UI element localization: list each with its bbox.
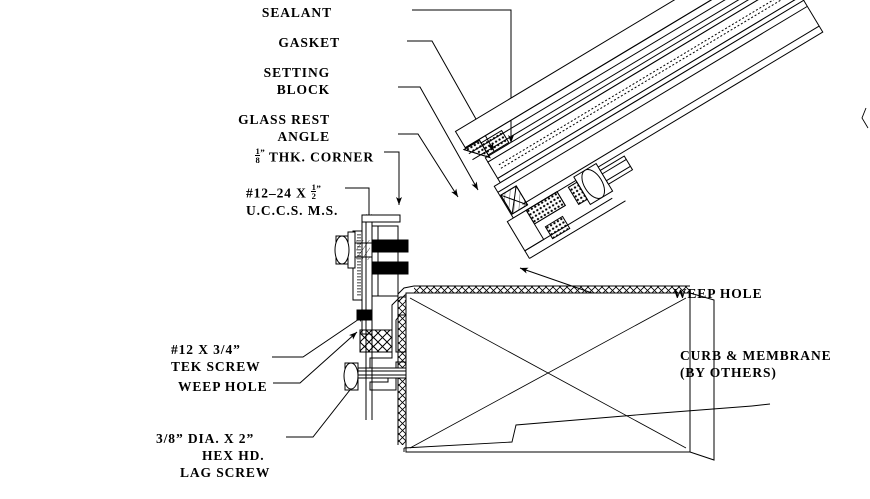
- sloped-glazing-assembly: [454, 0, 824, 259]
- label-curb-membrane: CURB & MEMBRANE (BY OTHERS): [680, 347, 832, 381]
- glazing-cap-line-1: [465, 0, 780, 149]
- sill-gasket: [359, 329, 393, 353]
- inch-mark-thk: ”: [260, 148, 265, 158]
- glazing-rafter-bar: [493, 0, 824, 219]
- screw-shaft-lower: [371, 261, 409, 275]
- label-weep-hole-right-text: WEEP HOLE: [673, 286, 763, 301]
- label-weep-hole-left-text: WEEP HOLE: [178, 379, 268, 394]
- sill-edge-left: [524, 250, 530, 259]
- label-1224-prefix: #12–24 X: [246, 185, 312, 201]
- label-curb-membrane-line1: CURB & MEMBRANE: [680, 348, 832, 363]
- label-lag-screw: 3/8” DIA. X 2” HEX HD. LAG SCREW: [156, 430, 270, 481]
- hex-washer-head-screw: [334, 231, 372, 269]
- label-weep-hole-left: WEEP HOLE: [178, 378, 268, 395]
- label-weep-hole-right: WEEP HOLE: [673, 285, 763, 302]
- membrane-hatch-horizontal: [414, 286, 690, 293]
- sill-base-line: [524, 197, 613, 252]
- leader-gasket: [407, 40, 495, 152]
- glass-spacer-line: [498, 0, 796, 166]
- label-lag-screw-line3: LAG SCREW: [180, 465, 271, 480]
- glazing-cap-line-2: [468, 0, 783, 155]
- leader-weep-hole-left: [273, 331, 358, 384]
- label-curb-membrane-line2: (BY OTHERS): [680, 365, 777, 380]
- glass-spacer-line-2: [500, 0, 798, 169]
- label-glass-rest-line1: GLASS REST: [238, 112, 330, 127]
- rafter-bar-line-2: [522, 25, 820, 205]
- leader-setting-block: [398, 86, 479, 191]
- curb-side-face: [689, 292, 715, 461]
- weep-hole-pocket: [544, 215, 571, 240]
- glass-outer-lite: [484, 0, 793, 163]
- curb-x-mark: [409, 297, 687, 449]
- screw-shaft-upper: [371, 239, 409, 253]
- label-sealant-text: SEALANT: [261, 5, 332, 20]
- break-line-upper: [861, 107, 869, 129]
- label-glass-rest-angle: GLASS REST ANGLE: [210, 111, 330, 145]
- curb-body: [405, 292, 691, 453]
- label-1224-line2: U.C.C.S. M.S.: [246, 202, 339, 218]
- label-tek-screw: #12 X 3/4” TEK SCREW: [171, 341, 261, 375]
- glazing-cap-line-3: [472, 0, 787, 161]
- leader-lag-screw: [286, 380, 358, 438]
- inch-mark-1224: ”: [316, 184, 321, 194]
- label-gasket-text: GASKET: [278, 35, 340, 50]
- receptor-flange-top: [361, 214, 401, 223]
- label-setting-block-line1: SETTING: [263, 65, 330, 80]
- label-thk-corner-text: THK. CORNER: [264, 149, 374, 165]
- curb-block: [405, 292, 715, 461]
- rafter-bar-line-1: [497, 5, 808, 193]
- glazing-bar-bolt: [567, 155, 634, 206]
- label-setting-block-line2: BLOCK: [276, 82, 330, 97]
- label-lag-screw-line1: 3/8” DIA. X 2”: [156, 431, 255, 446]
- label-gasket: GASKET: [230, 34, 340, 51]
- roof-deck-line: [403, 403, 771, 452]
- leader-tek-screw: [272, 314, 366, 358]
- label-tek-screw-line1: #12 X 3/4”: [171, 342, 241, 357]
- leader-glass-rest-angle: [398, 133, 459, 198]
- angle-leg: [371, 225, 399, 297]
- label-sealant: SEALANT: [222, 4, 332, 21]
- glazing-cap-cover: [454, 0, 780, 149]
- label-setting-block: SETTING BLOCK: [220, 64, 330, 98]
- label-tek-screw-line2: TEK SCREW: [171, 359, 261, 374]
- sill-base-line-2: [529, 200, 626, 259]
- setting-block-cross: [500, 185, 528, 215]
- leader-1224-screw: [345, 187, 372, 222]
- weep-block: [356, 309, 373, 321]
- label-lag-screw-line2: HEX HD.: [202, 448, 265, 463]
- leader-thk-corner: [384, 151, 402, 205]
- label-glass-rest-line2: ANGLE: [277, 129, 330, 144]
- gasket-upper: [480, 129, 510, 156]
